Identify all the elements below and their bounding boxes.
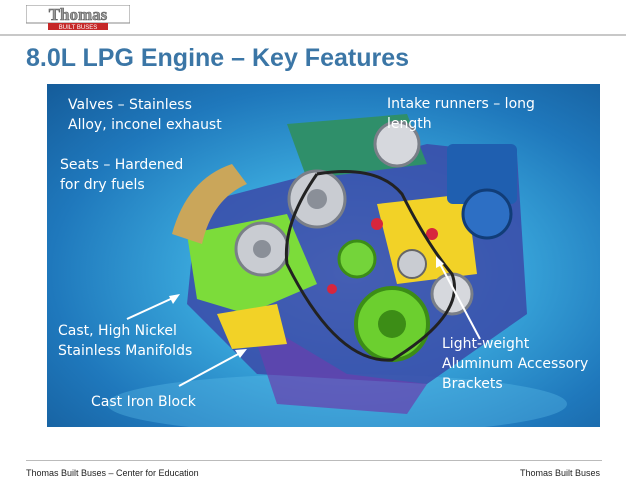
logo-text: Thomas [49,5,108,24]
block-arrow [178,351,243,387]
footer-right-text: Thomas Built Buses [520,468,601,478]
seats-line-2: for dry fuels [60,177,145,193]
brackets-line-2: Aluminum Accessory [442,356,589,372]
header-divider [0,34,626,36]
brackets-arrow [438,261,481,340]
engine-illustration [107,114,567,427]
valves-line-1: Valves – Stainless [68,97,192,113]
intake-line-2: length [387,116,432,132]
block-annotation: Cast Iron Block [91,392,196,412]
logo-subtext: BUILT BUSES [59,25,97,31]
block-line-1: Cast Iron Block [91,394,196,410]
manifolds-line-2: Stainless Manifolds [58,343,193,359]
seats-line-1: Seats – Hardened [60,157,184,173]
brackets-line-1: Light-weight [442,336,530,352]
valves-annotation: Valves – Stainless Alloy, inconel exhaus… [68,95,222,135]
brackets-line-3: Brackets [442,376,503,392]
slide-title: 8.0L LPG Engine – Key Features [26,44,410,72]
thomas-built-buses-logo: Thomas BUILT BUSES [26,5,130,31]
brackets-annotation: Light-weight Aluminum Accessory Brackets [442,334,588,394]
manifold-arrow [126,296,176,320]
engine-image-panel: Valves – Stainless Alloy, inconel exhaus… [47,84,600,427]
intake-annotation: Intake runners – long length [387,94,535,134]
footer-left-text: Thomas Built Buses – Center for Educatio… [26,468,199,478]
manifolds-annotation: Cast, High Nickel Stainless Manifolds [58,321,192,361]
valves-line-2: Alloy, inconel exhaust [68,117,222,133]
intake-line-1: Intake runners – long [387,96,535,112]
manifolds-line-1: Cast, High Nickel [58,323,177,339]
seats-annotation: Seats – Hardened for dry fuels [60,155,183,195]
footer-divider [26,460,602,461]
